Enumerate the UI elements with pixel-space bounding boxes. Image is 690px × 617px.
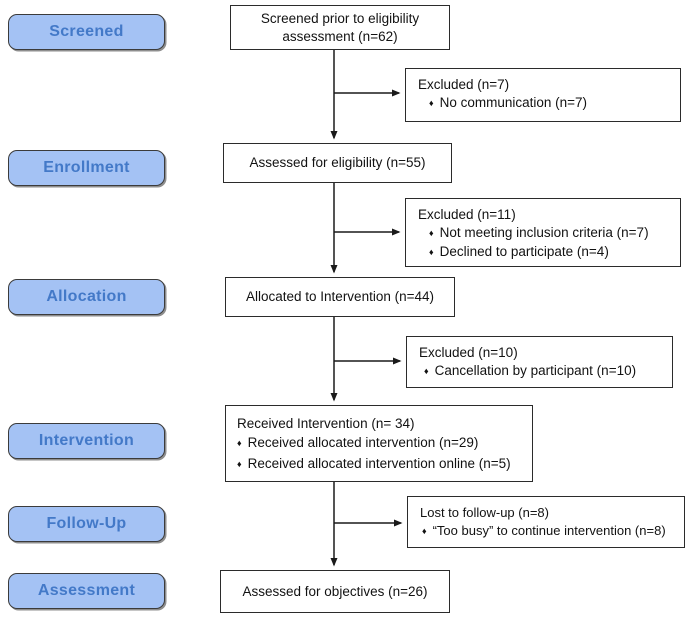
box-screened-prior: Screened prior to eligibility assessment… — [230, 5, 450, 50]
excluded-eligibility-bullet-2: ♦ Declined to participate (n=4) — [429, 243, 674, 263]
box-allocated-intervention: Allocated to Intervention (n=44) — [225, 277, 455, 317]
box-excluded-allocation: Excluded (n=10) ♦ Cancellation by partic… — [406, 336, 673, 388]
box-lost-followup-title: Lost to follow-up (n=8) — [420, 505, 549, 520]
stage-label-enrollment: Enrollment — [8, 150, 165, 186]
box-lost-followup: Lost to follow-up (n=8) ♦ “Too busy” to … — [407, 496, 685, 548]
received-bullet-2-text: Received allocated intervention online (… — [247, 456, 511, 471]
box-assessed-eligibility-title: Assessed for eligibility (n=55) — [249, 155, 426, 171]
stage-label-allocation: Allocation — [8, 279, 165, 315]
received-bullet-1-text: Received allocated intervention (n=29) — [247, 435, 479, 450]
stage-label-intervention: Intervention — [8, 423, 165, 459]
excluded-eligibility-bullet-1-text: Not meeting inclusion criteria (n=7) — [439, 224, 649, 240]
excluded-eligibility-bullet-2-text: Declined to participate (n=4) — [439, 244, 609, 259]
box-screened-prior-line1: Screened prior to eligibility — [260, 11, 420, 26]
lost-followup-bullet-1: ♦ “Too busy” to continue intervention (n… — [422, 522, 678, 542]
box-excluded-screening-title: Excluded (n=7) — [418, 77, 510, 92]
received-bullet-2: ♦ Received allocated intervention online… — [237, 454, 524, 475]
diamond-bullet-icon: ♦ — [429, 227, 434, 238]
stage-label-assessment: Assessment — [8, 573, 165, 609]
box-received-intervention-title: Received Intervention (n= 34) — [237, 416, 415, 431]
diamond-bullet-icon: ♦ — [429, 97, 434, 108]
excluded-allocation-bullet-1-text: Cancellation by participant (n=10) — [434, 362, 637, 378]
box-allocated-intervention-title: Allocated to Intervention (n=44) — [246, 289, 434, 305]
box-excluded-eligibility: Excluded (n=11) ♦ Not meeting inclusion … — [405, 198, 681, 267]
box-assessed-objectives: Assessed for objectives (n=26) — [220, 570, 450, 613]
excluded-screening-bullet-1: ♦ No communication (n=7) — [429, 94, 674, 114]
box-screened-prior-line2: assessment (n=62) — [282, 28, 398, 44]
box-assessed-objectives-title: Assessed for objectives (n=26) — [242, 583, 428, 599]
diamond-bullet-icon: ♦ — [424, 365, 429, 376]
diamond-bullet-icon: ♦ — [237, 459, 242, 469]
received-bullet-1: ♦ Received allocated intervention (n=29) — [237, 433, 524, 454]
diamond-bullet-icon: ♦ — [422, 525, 427, 536]
box-excluded-eligibility-title: Excluded (n=11) — [418, 207, 516, 222]
excluded-eligibility-bullet-1: ♦ Not meeting inclusion criteria (n=7) — [429, 224, 674, 244]
stage-label-screened: Screened — [8, 14, 165, 50]
stage-label-follow-up: Follow-Up — [8, 506, 165, 542]
diamond-bullet-icon: ♦ — [237, 438, 242, 448]
diamond-bullet-icon: ♦ — [429, 247, 434, 257]
lost-followup-bullet-1-text: “Too busy” to continue intervention (n=8… — [432, 522, 666, 538]
excluded-screening-bullet-1-text: No communication (n=7) — [439, 94, 588, 110]
box-excluded-screening: Excluded (n=7) ♦ No communication (n=7) — [405, 68, 681, 122]
box-received-intervention: Received Intervention (n= 34) ♦ Received… — [225, 405, 533, 482]
box-assessed-eligibility: Assessed for eligibility (n=55) — [223, 143, 452, 183]
box-excluded-allocation-title: Excluded (n=10) — [419, 345, 518, 360]
excluded-allocation-bullet-1: ♦ Cancellation by participant (n=10) — [424, 362, 666, 382]
